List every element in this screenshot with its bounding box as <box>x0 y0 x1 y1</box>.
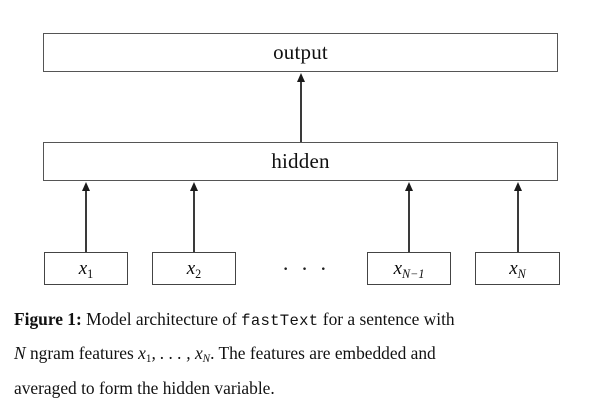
figure-caption: Figure 1: Model architecture of fastText… <box>14 303 586 404</box>
caption-line-1: Figure 1: Model architecture of fastText… <box>14 303 586 337</box>
input-label-xN: xN <box>509 258 526 281</box>
output-layer-box: output <box>43 33 558 72</box>
caption-line-2: N ngram features x1, . . . , xN. The fea… <box>14 337 586 372</box>
caption-text-2b: . The features are embedded and <box>210 343 436 363</box>
hidden-layer-label: hidden <box>271 149 330 173</box>
input-label-x1: x1 <box>78 258 94 281</box>
output-layer-label: output <box>273 40 328 64</box>
caption-math-sep: , . . . , <box>151 343 191 363</box>
caption-math-xN: xN <box>194 343 211 366</box>
caption-text-1b: for a sentence with <box>322 309 455 329</box>
caption-math-x1: x1 <box>138 343 152 366</box>
ellipsis-separator: · · · <box>276 252 336 285</box>
input-node-xN-1: xN−1 <box>367 252 451 285</box>
caption-text-2a: ngram features <box>29 343 134 363</box>
arrow-x2-to-hidden <box>193 190 195 252</box>
caption-line-3: averaged to form the hidden variable. <box>14 378 275 398</box>
input-node-x1: x1 <box>44 252 128 285</box>
arrow-x1-to-hidden <box>85 190 87 252</box>
caption-math-N: N <box>14 343 26 363</box>
input-label-x2: x2 <box>186 258 202 281</box>
arrow-xN-1-to-hidden <box>408 190 410 252</box>
caption-text-1a: Model architecture of <box>86 309 237 329</box>
input-node-xN: xN <box>475 252 560 285</box>
model-architecture-diagram: output hidden x1 x2 · · · xN−1 xN <box>0 0 600 300</box>
input-label-xN-1: xN−1 <box>393 258 425 281</box>
input-node-x2: x2 <box>152 252 236 285</box>
figure-number-label: Figure 1: <box>14 309 82 329</box>
ellipsis-label: · · · <box>282 255 330 281</box>
caption-mono-fasttext: fastText <box>241 312 319 330</box>
arrow-hidden-to-output <box>300 81 302 142</box>
hidden-layer-box: hidden <box>43 142 558 181</box>
arrow-xN-to-hidden <box>517 190 519 252</box>
